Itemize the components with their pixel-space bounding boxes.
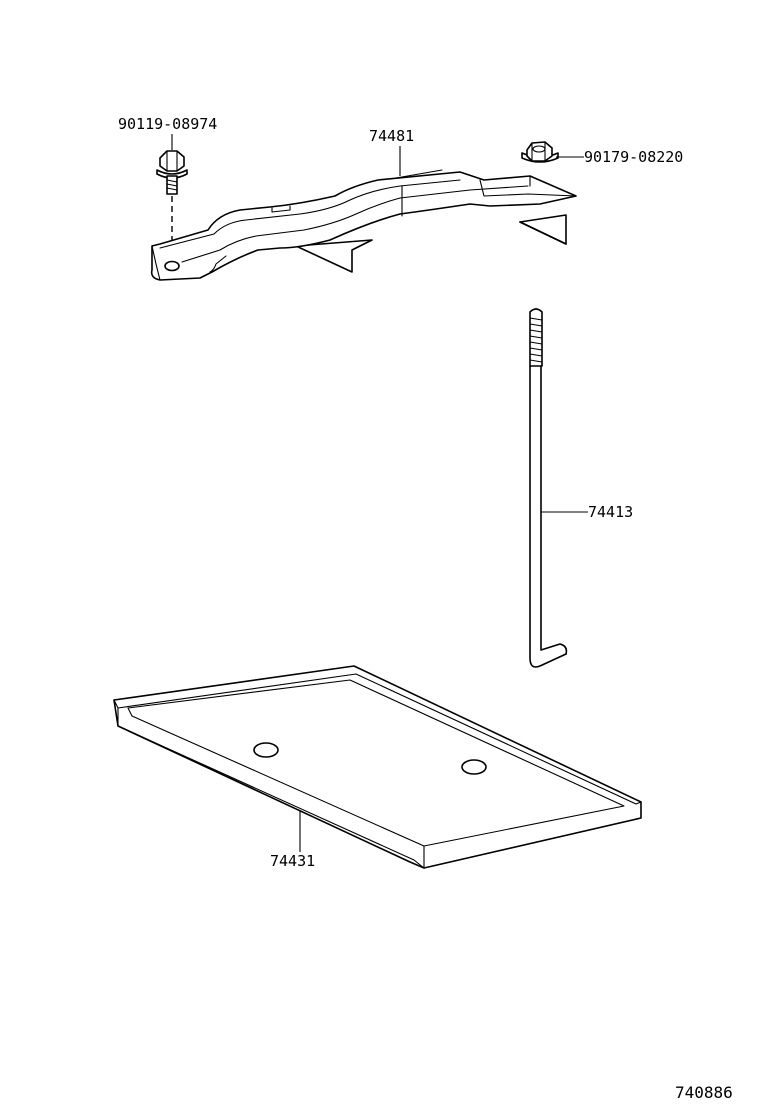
- part-number-tray[interactable]: 74431: [270, 852, 315, 870]
- flange-nut-icon[interactable]: [521, 141, 559, 163]
- part-number-clamp[interactable]: 74481: [369, 127, 414, 145]
- j-hook-rod-icon[interactable]: [529, 308, 568, 668]
- illustration-id: 740886: [675, 1083, 733, 1102]
- part-number-bolt[interactable]: 90119-08974: [118, 115, 217, 133]
- part-number-rod[interactable]: 74413: [588, 503, 633, 521]
- battery-tray-icon[interactable]: [113, 665, 642, 869]
- flange-bolt-icon[interactable]: [156, 150, 188, 262]
- battery-clamp-icon[interactable]: [150, 169, 577, 281]
- part-number-nut[interactable]: 90179-08220: [584, 148, 683, 166]
